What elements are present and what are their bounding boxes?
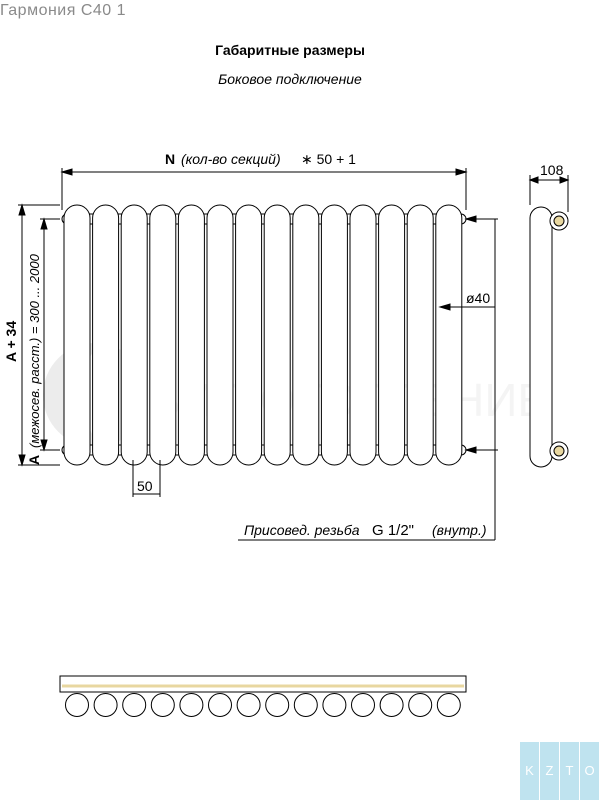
top-view <box>59 675 467 717</box>
side-profile <box>529 206 553 468</box>
top-view-section <box>408 693 433 717</box>
thread-leader <box>238 215 498 541</box>
top-view-body <box>59 675 467 693</box>
drawing-subtitle: Боковое подключение <box>218 71 362 87</box>
top-view-section <box>351 693 375 717</box>
badge-letter: K <box>520 742 539 800</box>
width-label-sections: (кол-во секций) <box>181 151 281 167</box>
badge-letter: Z <box>540 742 559 800</box>
top-view-section <box>379 693 404 717</box>
radiator-section <box>235 204 263 466</box>
top-view-section <box>436 693 461 717</box>
pitch-label: 50 <box>137 478 153 494</box>
radiator-section <box>63 204 91 466</box>
radiator-section <box>263 204 291 466</box>
thread-suffix: (внутр.) <box>432 522 487 538</box>
top-view-section <box>65 693 89 717</box>
height-a-label: A <box>26 455 42 465</box>
top-view-section <box>293 693 318 717</box>
top-view-section <box>179 693 204 717</box>
side-view <box>528 175 570 468</box>
top-view-section <box>265 693 290 717</box>
diameter-label: ø40 <box>466 290 490 306</box>
width-dimension <box>60 168 468 210</box>
height-total-label: A + 34 <box>3 321 19 362</box>
radiator-section <box>378 204 406 466</box>
badge-letter: O <box>580 742 599 800</box>
radiator-section <box>406 204 434 466</box>
pitch-dimension <box>132 460 161 497</box>
radiator-section <box>435 204 463 466</box>
top-view-section <box>122 693 147 717</box>
badge-letter: T <box>560 742 579 800</box>
radiator-section <box>149 204 177 466</box>
radiator-section <box>206 204 234 466</box>
radiator-sections <box>63 204 463 466</box>
front-view <box>61 204 467 466</box>
thread-size: G 1/2" <box>372 522 414 539</box>
radiator-section <box>292 204 320 466</box>
top-view-section <box>150 693 175 717</box>
top-view-section <box>236 693 261 717</box>
width-label-formula: ∗ 50 + 1 <box>301 151 356 167</box>
diameter-dimension <box>438 303 495 311</box>
radiator-section <box>177 204 205 466</box>
drawing-title: Габаритные размеры <box>215 42 365 58</box>
top-view-section <box>322 693 347 717</box>
radiator-section <box>120 204 148 466</box>
model-name: Гармония С40 1 <box>0 2 127 19</box>
top-view-section <box>93 693 118 717</box>
depth-label: 108 <box>540 162 564 178</box>
top-view-sections <box>65 693 461 717</box>
width-label-n: N <box>165 151 175 167</box>
top-view-section <box>208 693 232 717</box>
height-dimensions <box>18 203 60 467</box>
radiator-section <box>349 204 377 466</box>
radiator-section <box>320 204 348 466</box>
height-range-label: (межосев. расст.) = 300 ... 2000 <box>27 253 42 448</box>
thread-prefix: Присовед. резьба <box>244 522 360 538</box>
radiator-section <box>92 204 120 466</box>
